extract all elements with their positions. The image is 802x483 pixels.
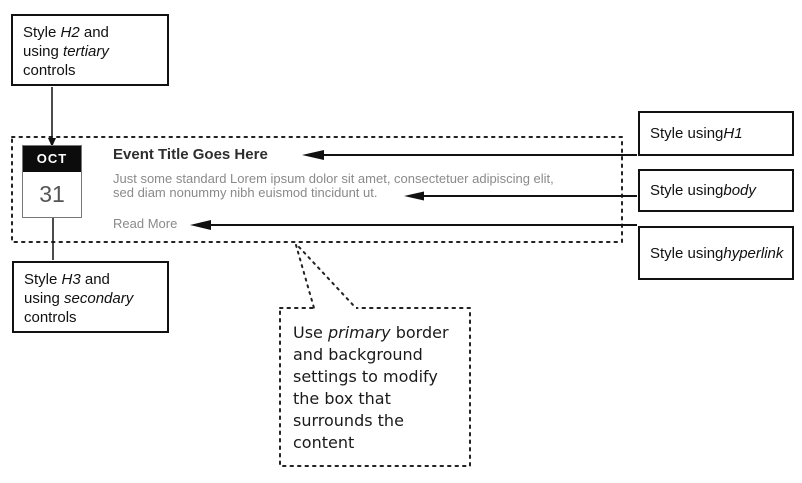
primary-settings-callout-text: Use primary border and background settin… [293, 323, 449, 452]
h2-arrow-down [48, 87, 56, 147]
calendar-day-label: 31 [39, 181, 65, 207]
hyperlink-note-box: Style using hyperlink [638, 226, 794, 280]
h1-arrow-left [302, 150, 637, 160]
h3-secondary-note-box: Style H3 and using secondary controls [12, 261, 169, 333]
read-more-link[interactable]: Read More [113, 216, 178, 231]
hyperlink-arrow-left [190, 220, 637, 230]
calendar-date-widget: OCT 31 [22, 145, 82, 218]
body-arrow-left [404, 191, 637, 201]
content-dotted-border [11, 136, 623, 243]
h2-tertiary-note-box: Style H2 and using tertiary controls [11, 14, 169, 86]
h1-note-box: Style using H1 [638, 111, 794, 156]
body-note-box: Style using body [638, 169, 794, 212]
primary-callout-dotted-border [279, 244, 471, 467]
callout-tail-right-line [298, 246, 355, 307]
event-body-text: Just some standard Lorem ipsum dolor sit… [113, 171, 554, 200]
event-title: Event Title Goes Here [113, 146, 268, 163]
calendar-month-label: OCT [23, 146, 81, 172]
